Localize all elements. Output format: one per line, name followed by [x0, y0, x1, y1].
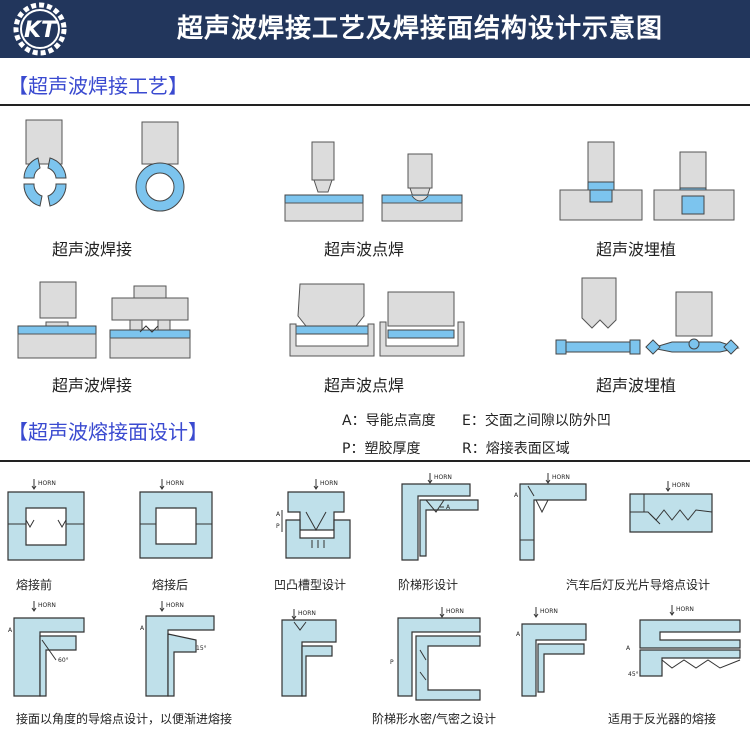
svg-text:HORN: HORN — [38, 602, 56, 609]
joint-watertight-design: P — [390, 617, 481, 701]
caption-groove-design: 凹凸槽型设计 — [274, 578, 347, 592]
svg-text:HORN: HORN — [676, 606, 694, 613]
svg-text:P: P — [390, 659, 394, 666]
joint-reflector-design: A 45° — [626, 619, 741, 678]
divider-2 — [0, 460, 750, 462]
caption-ultrasonic-spot-welding-2: 超声波点焊 — [324, 376, 405, 395]
gear-icon — [13, 2, 67, 56]
caption-watertight-design: 阶梯形水密/气密之设计 — [372, 712, 497, 726]
caption-reflector-weld: 适用于反光器的熔接 — [608, 712, 717, 726]
caption-ultrasonic-welding-1: 超声波焊接 — [52, 240, 133, 259]
section-title-process: 【超声波焊接工艺】 — [8, 74, 188, 98]
svg-text:A: A — [140, 625, 145, 632]
caption-ultrasonic-spot-welding-1: 超声波点焊 — [324, 240, 405, 259]
svg-text:HORN: HORN — [434, 474, 452, 481]
joint-before-weld — [7, 491, 85, 561]
section-title-joint-design: 【超声波熔接面设计】 — [8, 420, 208, 444]
svg-text:HORN: HORN — [166, 602, 184, 609]
joint-lamp-reflector-design — [629, 493, 713, 533]
caption-angle-design: 接面以角度的导熔点设计，以便渐进熔接 — [16, 712, 233, 726]
svg-text:HORN: HORN — [552, 474, 570, 481]
caption-lamp-reflector: 汽车后灯反光片导熔点设计 — [566, 578, 711, 592]
svg-text:A: A — [516, 631, 521, 638]
process-spot-weld-diagram-2 — [289, 283, 465, 357]
joint-corner-design: A — [514, 483, 587, 561]
svg-text:A: A — [276, 511, 281, 518]
legend-p: P：塑胶厚度 — [342, 441, 421, 457]
svg-text:P: P — [276, 523, 280, 530]
svg-text:HORN: HORN — [540, 608, 558, 615]
svg-text:HORN: HORN — [446, 608, 464, 615]
header-bar: KT 超声波焊接工艺及焊接面结构设计示意图 — [0, 0, 750, 58]
svg-text:15°: 15° — [196, 645, 207, 652]
horn-labels: HORN HORN HORN HORN HORN HORN HORN HORN … — [38, 474, 694, 617]
divider — [0, 104, 750, 106]
caption-before-weld: 熔接前 — [16, 578, 53, 592]
process-embed-diagram-2 — [555, 277, 740, 355]
joint-angle-design: 60° A — [8, 617, 85, 697]
svg-text:HORN: HORN — [672, 482, 690, 489]
horn-arrows — [31, 473, 675, 620]
caption-ultrasonic-embedding-2: 超声波埋植 — [596, 376, 677, 395]
svg-text:HORN: HORN — [320, 480, 338, 487]
legend-r: R：熔接表面区域 — [462, 441, 570, 457]
process-ring-weld-diagram — [23, 119, 185, 212]
svg-text:HORN: HORN — [166, 480, 184, 487]
svg-text:A: A — [8, 627, 13, 634]
svg-text:A: A — [626, 645, 631, 652]
joint-after-weld — [139, 491, 213, 559]
joint-step-design: A — [401, 483, 479, 561]
caption-step-design: 阶梯形设计 — [398, 578, 459, 592]
process-embed-diagram — [559, 141, 735, 221]
logo-text: KT — [24, 18, 58, 43]
legend-e: E：交面之间隙以防外凹 — [462, 413, 611, 429]
joint-groove-design: A P — [276, 491, 351, 559]
svg-text:HORN: HORN — [298, 610, 316, 617]
process-weld-diagram-2 — [17, 281, 191, 359]
caption-ultrasonic-embedding-1: 超声波埋植 — [596, 240, 677, 259]
svg-text:A: A — [514, 492, 519, 499]
joint-angle-design-2: 15° A — [140, 615, 215, 697]
svg-text:A: A — [446, 504, 451, 511]
svg-text:45°: 45° — [628, 671, 639, 678]
joint-step-design-2: A — [516, 623, 587, 697]
joint-angle-design-3 — [281, 619, 337, 697]
caption-after-weld: 熔接后 — [152, 578, 189, 592]
svg-text:HORN: HORN — [38, 480, 56, 487]
kt-logo: KT — [13, 2, 67, 56]
caption-ultrasonic-welding-2: 超声波焊接 — [52, 376, 133, 395]
svg-text:60°: 60° — [58, 657, 69, 664]
page-title: 超声波焊接工艺及焊接面结构设计示意图 — [176, 14, 663, 44]
process-spot-weld-diagram — [284, 141, 463, 222]
legend-a: A：导能点高度 — [342, 413, 436, 429]
